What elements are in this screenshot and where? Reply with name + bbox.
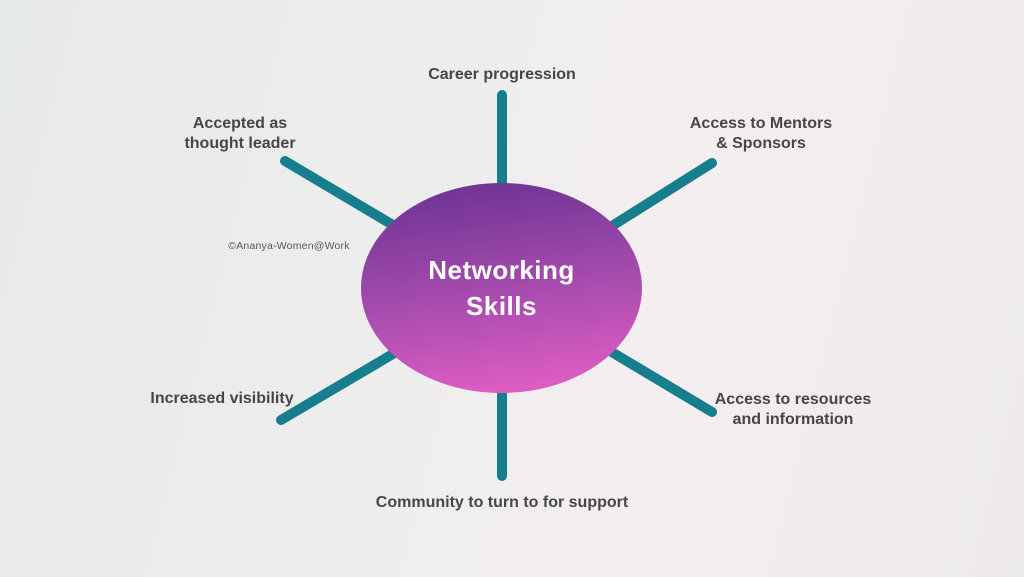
node-community-support-line1: Community to turn to for support — [375, 494, 629, 511]
node-career-progression-line1: Career progression — [428, 66, 576, 83]
node-career-progression: Career progression — [428, 65, 576, 85]
center-title: Networking Skills — [428, 252, 575, 324]
center-ellipse: Networking Skills — [361, 183, 642, 393]
node-community-support: Community to turn to for support — [376, 493, 628, 513]
node-increased-visibility: Increased visibility — [150, 389, 293, 409]
node-thought-leader-line2: thought leader — [184, 135, 296, 152]
node-accepted-thought-leader: Accepted as thought leader — [184, 114, 295, 154]
watermark-text: ©Ananya-Women@Work — [228, 240, 350, 252]
node-increased-visibility-line1: Increased visibility — [150, 390, 294, 407]
center-title-line1: Networking — [428, 255, 575, 285]
node-access-resources-line2: and information — [732, 411, 854, 428]
node-access-mentors-line1: Access to Mentors — [689, 115, 833, 132]
node-access-mentors-sponsors: Access to Mentors & Sponsors — [690, 114, 832, 154]
node-access-mentors-line2: & Sponsors — [716, 135, 806, 152]
node-access-resources-information: Access to resources and information — [715, 390, 872, 430]
node-access-resources-line1: Access to resources — [714, 391, 872, 408]
node-thought-leader-line1: Accepted as — [192, 115, 288, 132]
center-title-line2: Skills — [466, 291, 537, 321]
